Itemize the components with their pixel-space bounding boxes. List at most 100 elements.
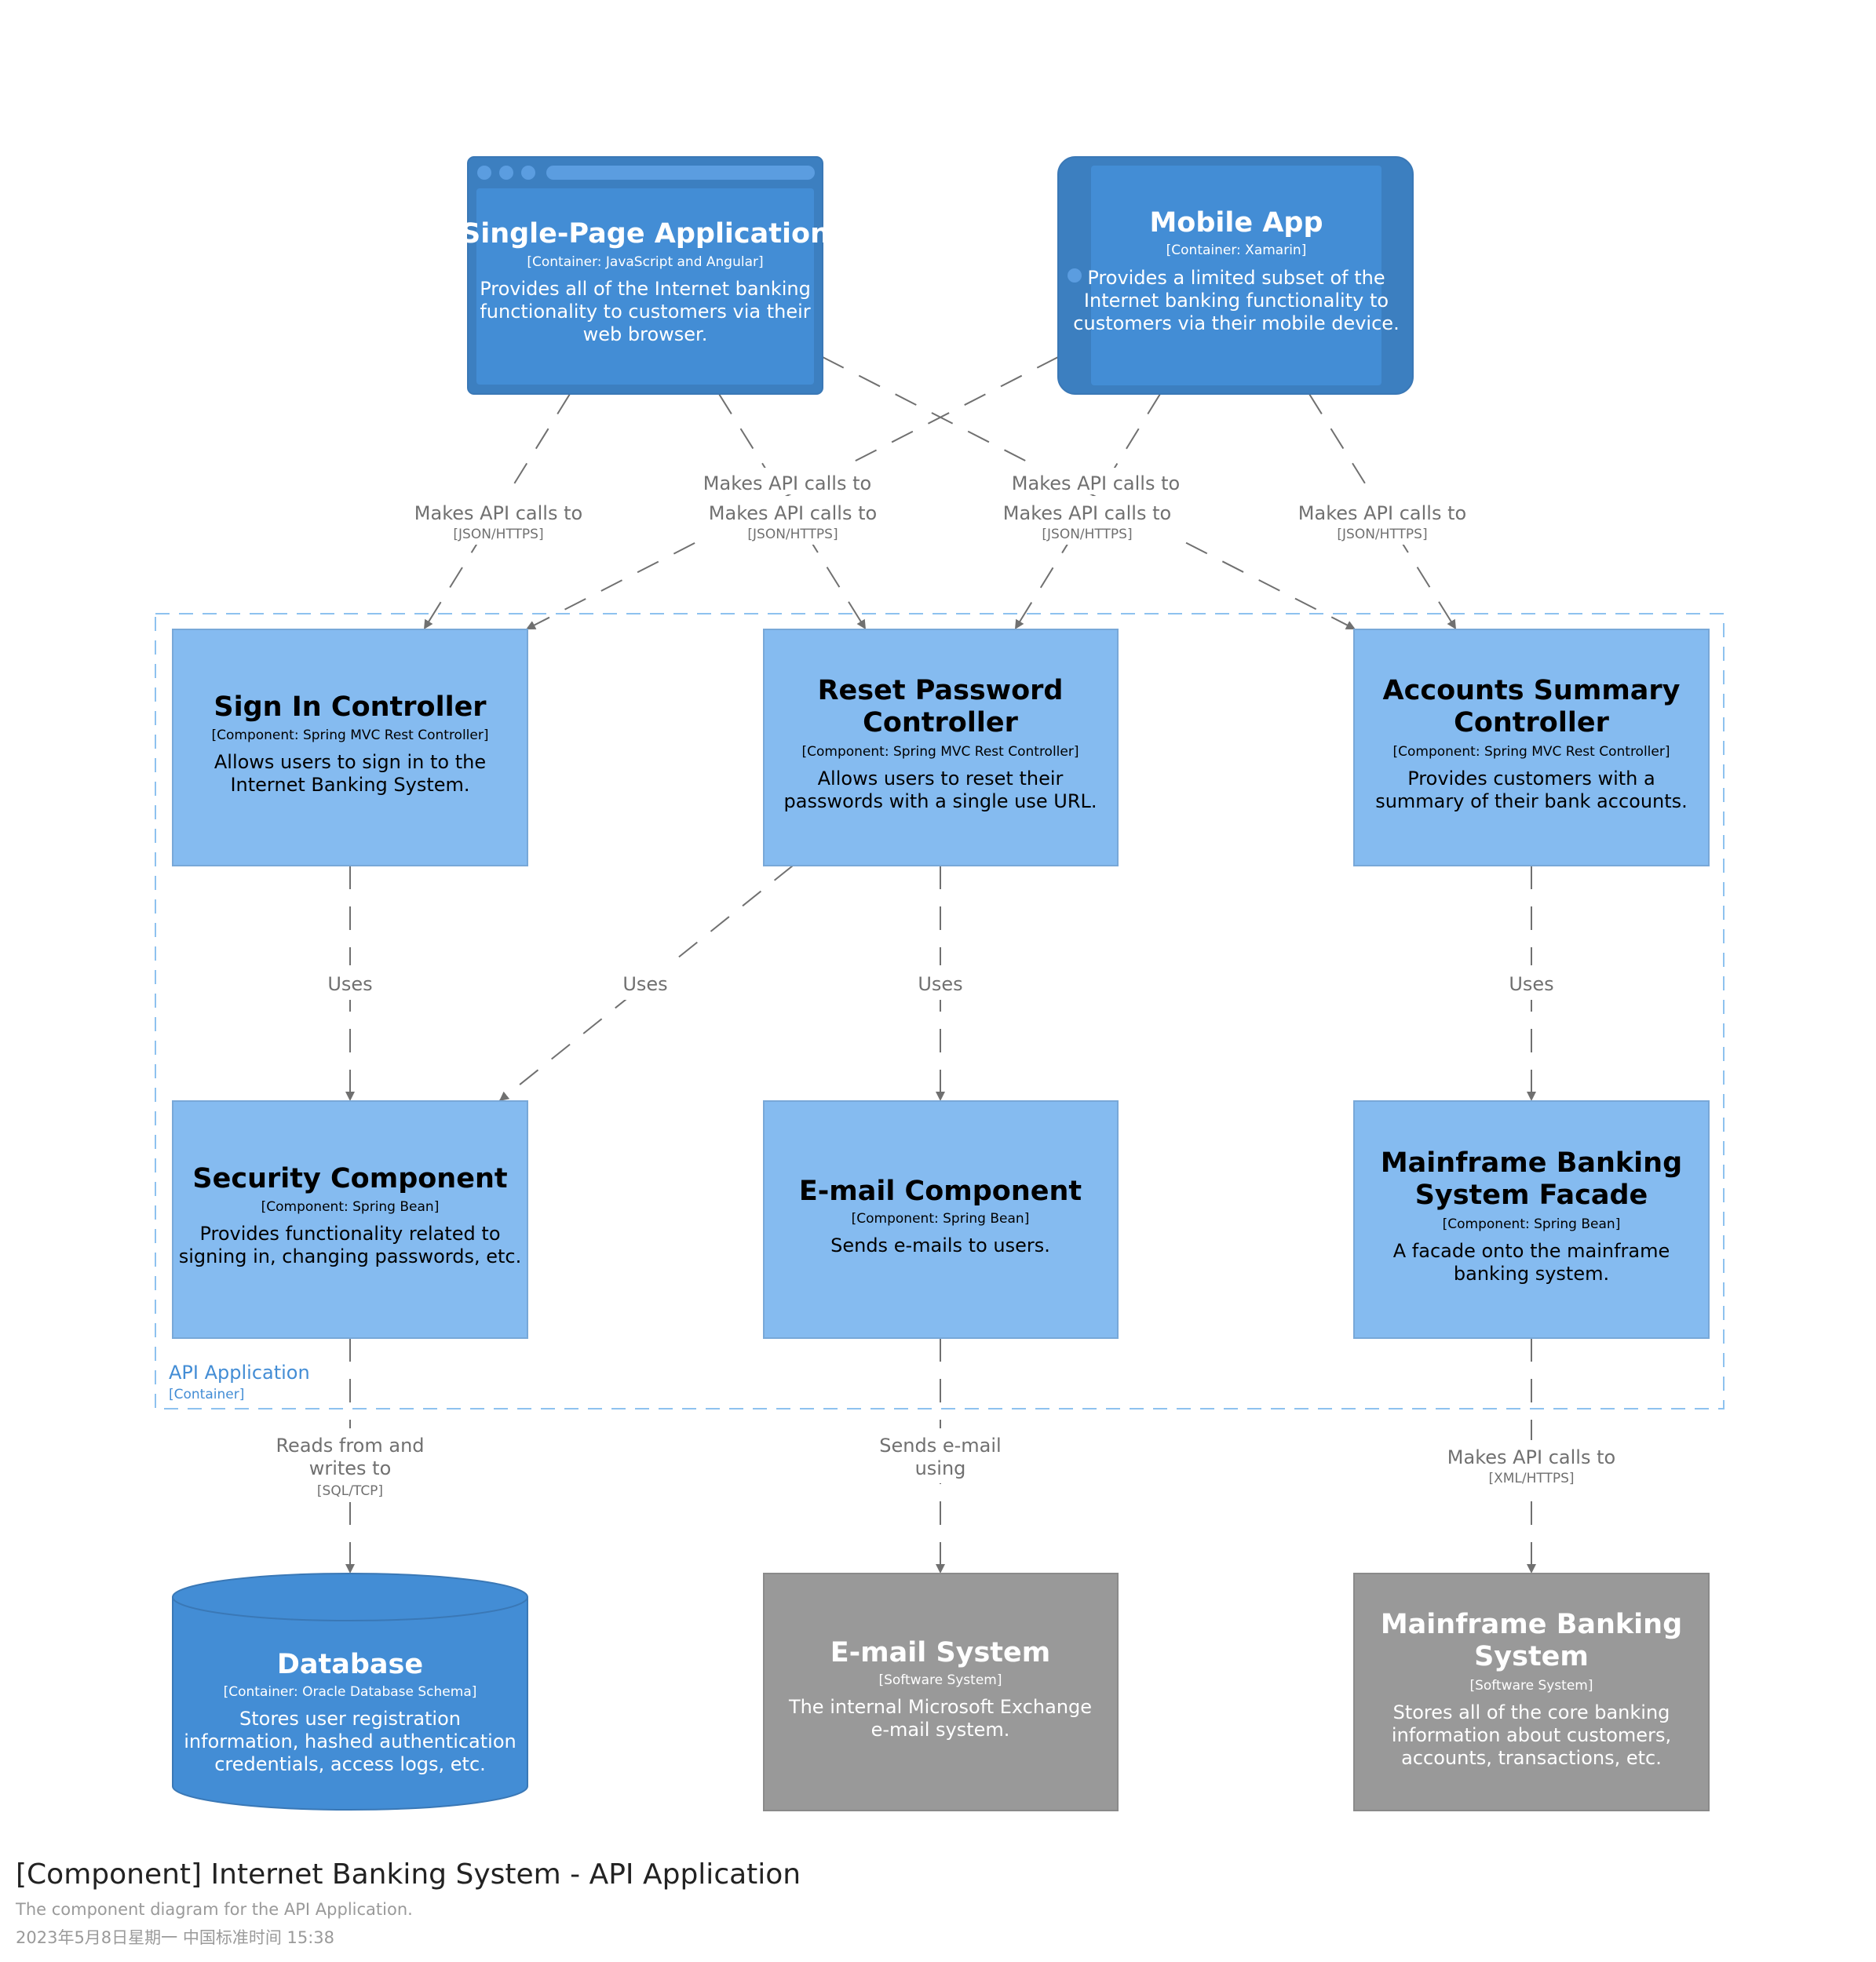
edge-label-text: Sends e-mail	[879, 1435, 1001, 1457]
node-title: Sign In Controller	[214, 691, 487, 723]
node-technology: [Container: Xamarin]	[1166, 243, 1307, 258]
node-description-line: Provides all of the Internet banking	[480, 278, 811, 300]
node-technology: [Software System]	[878, 1672, 1002, 1688]
node-description-line: Internet Banking System.	[230, 774, 469, 796]
browser-dot-icon	[521, 166, 535, 180]
node-title: Single-Page Application	[461, 218, 830, 250]
node-title: Mobile App	[1149, 207, 1323, 239]
node-email-system[interactable]: E-mail System [Software System] The inte…	[763, 1573, 1119, 1811]
node-title: Reset Password	[818, 675, 1064, 706]
edge-label-facade-mainframe: Makes API calls to [XML/HTTPS]	[1441, 1440, 1622, 1489]
node-title: Controller	[1454, 707, 1609, 738]
edge-label-tech: [XML/HTTPS]	[1488, 1471, 1574, 1486]
edge-label-text: Uses	[918, 973, 962, 995]
edge-label-security-db: Reads from and writes to [SQL/TCP]	[275, 1428, 425, 1502]
edge-label-tech: [JSON/HTTPS]	[747, 527, 838, 542]
edge-label-signin-security: Uses	[319, 965, 381, 1000]
boundary-name: API Application	[169, 1362, 310, 1384]
node-sign-in-controller[interactable]: Sign In Controller [Component: Spring MV…	[172, 629, 528, 866]
node-description-line: Stores user registration	[239, 1708, 461, 1730]
edge-label-text: Makes API calls to	[1003, 502, 1171, 524]
edge-label-mobile-accounts: Makes API calls to [JSON/HTTPS]	[1292, 496, 1473, 545]
edge-label-tech: [SQL/TCP]	[317, 1483, 383, 1499]
node-database[interactable]: Database [Container: Oracle Database Sch…	[172, 1573, 528, 1811]
node-technology: [Software System]	[1469, 1678, 1593, 1694]
node-title: Database	[277, 1649, 423, 1680]
node-security-component[interactable]: Security Component [Component: Spring Be…	[172, 1100, 528, 1339]
node-title: Controller	[863, 707, 1018, 738]
edge-label-text: Makes API calls to	[709, 502, 877, 524]
node-technology: [Component: Spring Bean]	[261, 1199, 440, 1215]
edge-label-text: Makes API calls to	[703, 472, 871, 494]
node-description-line: A facade onto the mainframe	[1393, 1240, 1670, 1262]
browser-address-bar	[546, 166, 815, 180]
node-technology: [Component: Spring MVC Rest Controller]	[1393, 744, 1670, 760]
edge-label-accounts-facade: Uses	[1500, 965, 1563, 1000]
node-mainframe-banking-system-facade[interactable]: Mainframe Banking System Facade [Compone…	[1353, 1100, 1710, 1339]
node-title: Mainframe Banking	[1381, 1147, 1682, 1179]
node-reset-password-controller[interactable]: Reset Password Controller [Component: Sp…	[763, 629, 1119, 866]
node-title: Accounts Summary	[1383, 675, 1681, 706]
edge-label-spa-reset: Makes API calls to [JSON/HTTPS]	[703, 496, 883, 545]
node-description-line: e-mail system.	[871, 1719, 1010, 1741]
edge-label-text: Reads from and	[276, 1435, 424, 1457]
api-application-boundary: API Application [Container]	[155, 613, 1725, 1410]
boundary-type: [Container]	[169, 1387, 244, 1402]
node-description-line: Provides functionality related to	[199, 1223, 500, 1245]
node-title: System	[1474, 1641, 1589, 1672]
diagram-timestamp: 2023年5月8日星期一 中国标准时间 15:38	[16, 1928, 335, 1947]
node-description-line: Internet banking functionality to	[1084, 290, 1389, 312]
edge-label-tech: [JSON/HTTPS]	[453, 527, 543, 542]
node-description-line: information, hashed authentication	[184, 1730, 516, 1752]
node-technology: [Container: JavaScript and Angular]	[527, 254, 763, 270]
node-description-line: passwords with a single use URL.	[784, 790, 1097, 812]
node-email-component[interactable]: E-mail Component [Component: Spring Bean…	[763, 1100, 1119, 1339]
edge-label-text: Makes API calls to	[1447, 1446, 1615, 1468]
node-single-page-application[interactable]: Single-Page Application [Container: Java…	[461, 156, 830, 395]
node-description-line: banking system.	[1454, 1263, 1609, 1285]
edge-label-spa-accounts: Makes API calls to	[1007, 468, 1186, 494]
node-title: E-mail System	[830, 1637, 1051, 1668]
edge-label-text: Makes API calls to	[1012, 472, 1180, 494]
edge-label-tech: [JSON/HTTPS]	[1337, 527, 1427, 542]
edge-label-reset-email: Uses	[909, 965, 972, 1000]
node-description-line: web browser.	[583, 323, 708, 345]
node-description-line: Sends e-mails to users.	[830, 1234, 1050, 1256]
node-description-line: summary of their bank accounts.	[1375, 790, 1688, 812]
node-title: E-mail Component	[799, 1176, 1082, 1207]
node-description-line: Stores all of the core banking	[1393, 1701, 1670, 1723]
browser-dot-icon	[477, 166, 491, 180]
node-description-line: The internal Microsoft Exchange	[788, 1696, 1092, 1718]
edge-label-email-emailsys: Sends e-mail using	[873, 1428, 1008, 1483]
edge-reset-security	[498, 865, 794, 1102]
home-button-icon	[1068, 268, 1082, 283]
node-description-line: Provides a limited subset of the	[1087, 267, 1385, 289]
node-description-line: Allows users to sign in to the	[214, 751, 486, 773]
node-technology: [Component: Spring MVC Rest Controller]	[212, 728, 489, 743]
diagram-title-block: [Component] Internet Banking System - AP…	[16, 1858, 801, 1949]
browser-dot-icon	[499, 166, 513, 180]
node-description-line: Allows users to reset their	[818, 768, 1064, 790]
node-description-line: accounts, transactions, etc.	[1401, 1747, 1662, 1769]
node-description-line: credentials, access logs, etc.	[214, 1753, 486, 1775]
node-description-line: signing in, changing passwords, etc.	[179, 1245, 522, 1267]
edge-label-text: Makes API calls to	[1298, 502, 1466, 524]
edge-label-mobile-reset: Makes API calls to [JSON/HTTPS]	[997, 496, 1177, 545]
node-technology: [Component: Spring Bean]	[1443, 1216, 1621, 1232]
edge-label-text: writes to	[309, 1457, 392, 1479]
edge-label-text: Uses	[622, 973, 667, 995]
edge-label-text: Makes API calls to	[414, 502, 582, 524]
node-title: System Facade	[1415, 1180, 1648, 1211]
node-accounts-summary-controller[interactable]: Accounts Summary Controller [Component: …	[1353, 629, 1710, 866]
edge-label-text: using	[915, 1457, 966, 1479]
edge-label-text: Uses	[327, 973, 372, 995]
edge-label-reset-security: Uses	[614, 965, 677, 1000]
node-mainframe-banking-system[interactable]: Mainframe Banking System [Software Syste…	[1353, 1573, 1710, 1811]
node-description-line: functionality to customers via their	[480, 301, 810, 323]
node-title: Security Component	[192, 1163, 507, 1194]
node-mobile-app[interactable]: Mobile App [Container: Xamarin] Provides…	[1057, 156, 1414, 395]
node-technology: [Component: Spring Bean]	[852, 1211, 1030, 1227]
diagram-description: The component diagram for the API Applic…	[16, 1900, 413, 1919]
node-title: Mainframe Banking	[1381, 1609, 1682, 1640]
